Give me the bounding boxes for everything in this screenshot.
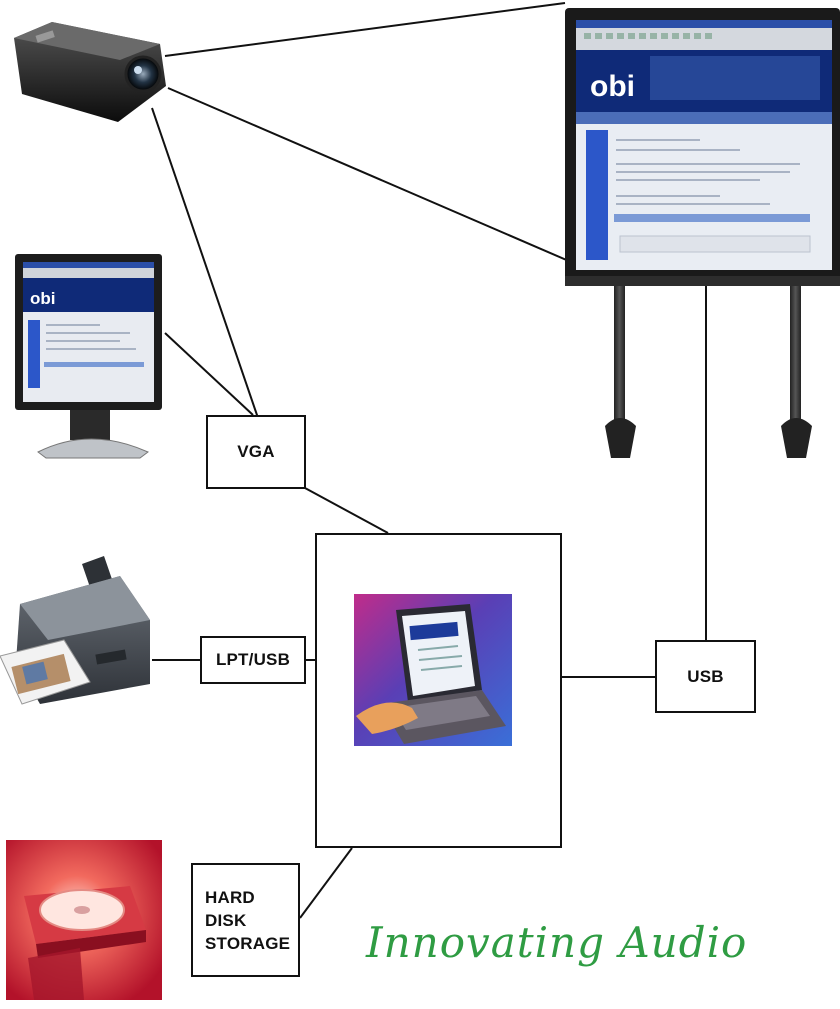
disc-drive-icon (6, 840, 162, 1000)
connection-lines (151, 2, 707, 919)
laptop-icon (354, 594, 512, 746)
lpt-usb-label: LPT/USB (215, 650, 291, 669)
printer-icon (0, 556, 150, 705)
tagline: Innovating Audio (366, 918, 748, 967)
hard-disk-label-line-3: STORAGE (205, 933, 291, 953)
computer-frame (315, 533, 562, 848)
hard-disk-label-line-1: HARD (205, 887, 255, 907)
projector-to-board-top-line (164, 2, 566, 57)
monitor-icon: obi (15, 254, 162, 459)
projector-icon (14, 22, 166, 122)
hard-disk-storage-label-box: HARD DISK STORAGE (191, 863, 300, 977)
hard-disk-label-line-2: DISK (205, 910, 247, 930)
board-logo: obi (590, 70, 635, 103)
projector-to-board-bottom-line (167, 87, 586, 269)
projector-to-vga-line (151, 107, 259, 419)
lpt-usb-label-box: LPT/USB (200, 636, 306, 684)
computer-to-storage-line (299, 847, 353, 919)
vga-label: VGA (237, 442, 275, 461)
svg-text:obi: obi (30, 289, 56, 308)
usb-label: USB (687, 666, 724, 686)
whiteboard-icon: obi (565, 8, 840, 458)
usb-label-box: USB (655, 640, 756, 713)
vga-to-computer-line (304, 487, 389, 534)
vga-label-box: VGA (206, 415, 306, 489)
monitor-to-vga-line (164, 332, 254, 416)
